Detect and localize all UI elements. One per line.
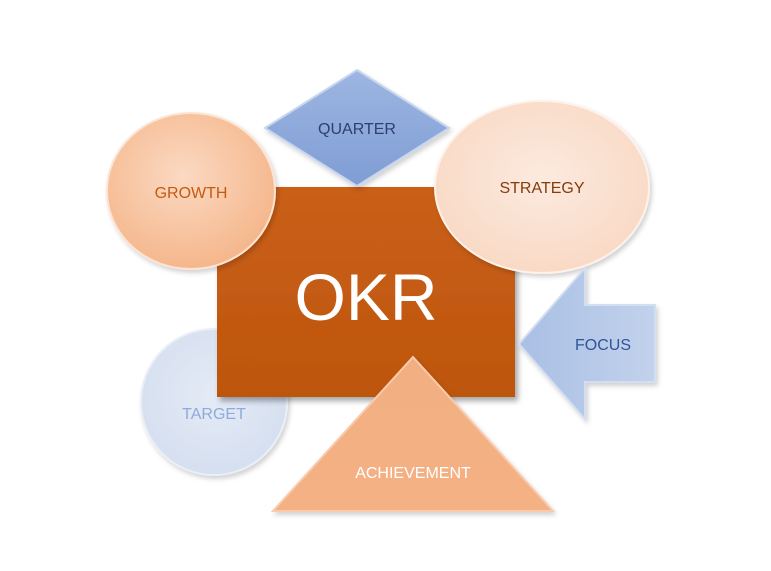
achievement-triangle (270, 355, 556, 512)
growth-label: GROWTH (155, 185, 228, 202)
focus-arrow (517, 265, 656, 422)
quarter-diamond (263, 68, 451, 188)
okr-label: OKR (294, 260, 437, 334)
strategy-ellipse (434, 100, 650, 274)
growth-node: GROWTH (106, 112, 276, 270)
growth-circle (106, 112, 276, 270)
achievement-label: ACHIEVEMENT (355, 465, 471, 482)
focus-node: FOCUS (517, 265, 656, 422)
focus-label: FOCUS (575, 337, 631, 354)
quarter-node: QUARTER (263, 68, 451, 188)
strategy-label: STRATEGY (499, 180, 584, 197)
strategy-node: STRATEGY (434, 100, 650, 274)
achievement-node: ACHIEVEMENT (270, 355, 556, 512)
target-label: TARGET (182, 406, 246, 423)
quarter-label: QUARTER (318, 121, 396, 138)
